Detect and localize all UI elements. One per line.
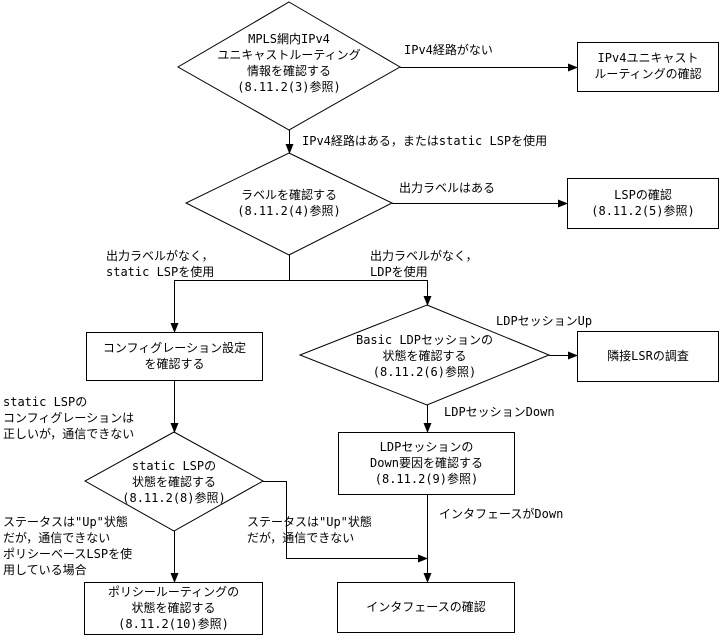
edge-label-line: ステータスは"Up"状態 [247,515,372,529]
d1-line: (8.11.2(3)参照) [237,80,341,94]
edge-d2-d3 [289,280,432,306]
edge-d2-b3 [170,280,290,333]
b3-line: コンフィグレーション設定 [102,341,247,355]
edge-label-b3-d4: static LSPの コンフィグレーションは 正しいが，通信できない [3,394,134,442]
d2-line: (8.11.2(4)参照) [237,204,341,218]
decision-d4-text: static LSPの 状態を確認する (8.11.2(8)参照) [85,458,263,506]
edge-label-line: 用している場合 [3,563,87,577]
edge-label-d2-b3: 出力ラベルがなく， static LSPを使用 [106,248,214,280]
process-b2-text: LSPの確認 (8.11.2(5)参照) [567,187,719,219]
process-b3-text: コンフィグレーション設定 を確認する [86,340,263,372]
edge-label-line: ステータスは"Up"状態 [3,515,128,529]
b6-line: ポリシールーティングの [107,585,240,599]
b3-line: を確認する [144,357,205,371]
decision-d2-text: ラベルを確認する (8.11.2(4)参照) [186,187,392,219]
process-b6-text: ポリシールーティングの 状態を確認する (8.11.2(10)参照) [84,584,263,632]
edge-label-line: 出力ラベルがなく， [106,249,214,263]
d3-line: Basic LDPセッションの [355,333,494,347]
edge-label-d2-d3: 出力ラベルがなく， LDPを使用 [370,248,478,280]
process-b1-text: IPv4ユニキャスト ルーティングの確認 [577,50,719,82]
edge-label-line: 出力ラベルがなく， [370,249,478,263]
b5-line: (8.11.2(9)参照) [374,472,479,486]
d4-line: static LSPの [131,459,217,473]
edge-label-line: static LSPを使用 [106,265,215,279]
edge-label-d2-b2: 出力ラベルはある [399,180,495,196]
d1-line: 情報を確認する [246,64,331,78]
b5-line: Down要因を確認する [370,456,483,470]
edge-label-line: 出力ラベルはある [399,181,496,195]
edge-label-line: LDPセッションDown [444,405,555,419]
process-b5-shape [338,432,515,495]
decision-d1-text: MPLS網内IPv4 ユニキャストルーティング 情報を確認する (8.11.2(… [178,3,400,95]
edge-label-line: IPv4経路はある，またはstatic LSPを使用 [302,134,548,148]
process-b3-shape [86,332,263,381]
edge-label-line: ポリシーベースLSPを使 [3,547,133,561]
edge-label-line: static LSPの [3,395,88,409]
b1-line: IPv4ユニキャスト [597,51,699,65]
process-b2-shape [567,178,719,229]
edge-label-d1-b1: IPv4経路がない [404,42,493,58]
edge-label-d3-b5: LDPセッションDown [444,404,555,420]
b1-line: ルーティングの確認 [594,67,702,81]
edge-label-line: LDPを使用 [370,265,428,279]
d1-line: ユニキャストルーティング [217,48,361,62]
d3-line: 状態を確認する [382,349,467,363]
b4-line: 隣接LSRの調査 [607,349,689,363]
b5-line: LDPセッションの [379,440,474,454]
edge-label-line: だが，通信できない [3,531,111,545]
edge-label-line: 正しいが，通信できない [3,427,135,441]
d2-line: ラベルを確認する [240,188,337,202]
process-b7-text: インタフェースの確認 [337,599,515,615]
b2-line: LSPの確認 [614,188,672,202]
process-b4-text: 隣接LSRの調査 [577,348,719,364]
edge-label-b5-b7: インタフェースがDown [439,506,563,522]
edge-label-line: だが，通信できない [247,531,355,545]
edge-label-d3-b4: LDPセッションUp [496,313,592,329]
edge-label-d4-b6: ステータスは"Up"状態 だが，通信できない ポリシーベースLSPを使 用してい… [3,514,132,578]
edge-label-line: IPv4経路がない [404,43,493,57]
b2-line: (8.11.2(5)参照) [591,204,695,218]
decision-d3-text: Basic LDPセッションの 状態を確認する (8.11.2(6)参照) [300,332,549,380]
process-b4-shape [577,331,719,382]
process-b5-text: LDPセッションの Down要因を確認する (8.11.2(9)参照) [338,439,515,487]
b6-line: (8.11.2(10)参照) [118,617,229,631]
edge-label-line: コンフィグレーションは [3,411,135,425]
edge-label-d4-b7: ステータスは"Up"状態 だが，通信できない [247,514,372,546]
edge-label-d1-d2: IPv4経路はある，またはstatic LSPを使用 [302,133,547,149]
b6-line: 状態を確認する [131,601,216,615]
edge-d4-b7 [263,481,428,563]
d4-line: (8.11.2(8)参照) [122,491,226,505]
edge-label-line: インタフェースがDown [439,507,564,521]
edge-label-line: LDPセッションUp [496,314,593,328]
d4-line: 状態を確認する [131,475,216,489]
d1-line: MPLS網内IPv4 [248,32,330,46]
b7-line: インタフェースの確認 [366,600,486,614]
d3-line: (8.11.2(6)参照) [372,365,477,379]
